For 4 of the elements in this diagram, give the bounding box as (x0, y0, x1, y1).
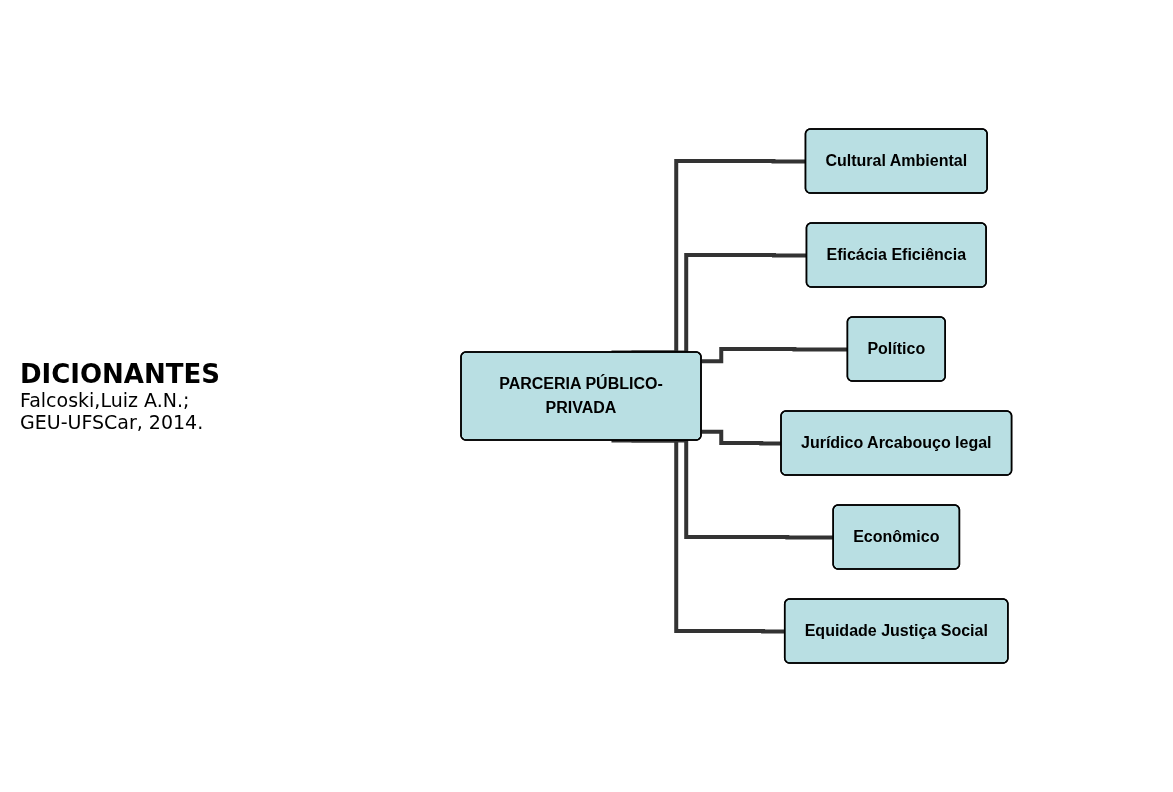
connector (701, 429, 782, 446)
source-note: Falcoski,Luiz A.N.; (20, 389, 191, 411)
source-note: GEU-UFSCar, 2014. (20, 411, 205, 433)
heading-text: DICIONANTES (20, 359, 221, 389)
